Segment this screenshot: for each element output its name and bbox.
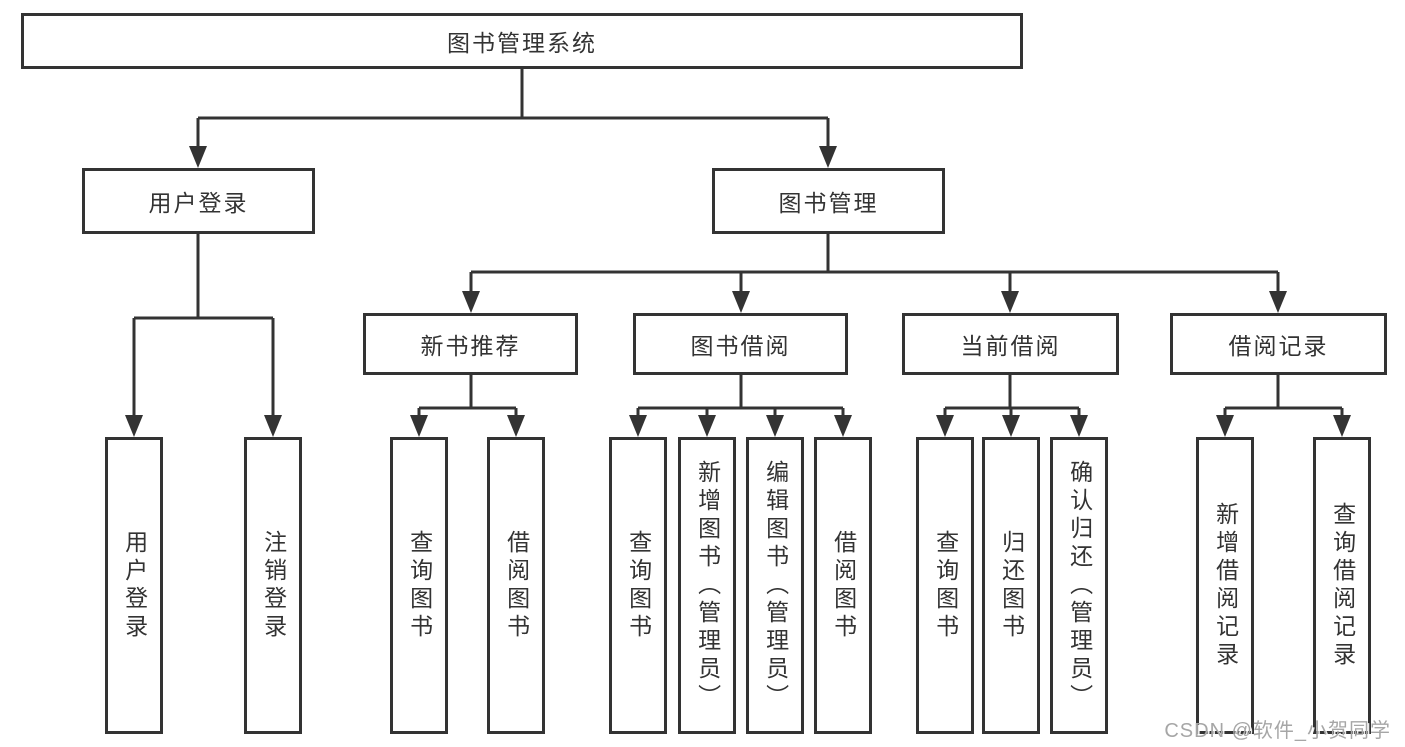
leaf-query-books-borrowing: 查询图书	[609, 437, 667, 734]
connector-path	[132, 69, 1344, 416]
node-new-book-recommend: 新书推荐	[363, 313, 578, 375]
leaf-return-books-label: 归还图书	[998, 529, 1025, 642]
leaf-borrow-books-recommend-label: 借阅图书	[503, 529, 530, 642]
leaf-confirm-return-admin-label: 确认归还（管理员）	[1066, 459, 1093, 712]
leaf-add-borrow-record-label: 新增借阅记录	[1212, 501, 1239, 670]
watermark: CSDN @软件_小贺同学	[1164, 720, 1391, 742]
node-current-borrowing: 当前借阅	[902, 313, 1119, 375]
leaf-add-book-admin-label: 新增图书（管理员）	[694, 459, 721, 712]
leaf-add-book-admin: 新增图书（管理员）	[678, 437, 736, 734]
leaf-query-books-current-label: 查询图书	[932, 529, 959, 642]
leaf-confirm-return-admin: 确认归还（管理员）	[1050, 437, 1108, 734]
leaf-return-books: 归还图书	[982, 437, 1040, 734]
leaf-user-login-label: 用户登录	[121, 529, 148, 642]
leaf-user-login: 用户登录	[105, 437, 163, 734]
node-root: 图书管理系统	[21, 13, 1023, 69]
leaf-edit-book-admin-label: 编辑图书（管理员）	[762, 459, 789, 712]
leaf-logout-label: 注销登录	[260, 529, 287, 642]
leaf-query-borrow-record-label: 查询借阅记录	[1329, 501, 1356, 670]
leaf-borrow-books-borrowing: 借阅图书	[814, 437, 872, 734]
node-book-management: 图书管理	[712, 168, 945, 234]
node-book-borrowing: 图书借阅	[633, 313, 848, 375]
leaf-borrow-books-borrowing-label: 借阅图书	[830, 529, 857, 642]
leaf-borrow-books-recommend: 借阅图书	[487, 437, 545, 734]
leaf-edit-book-admin: 编辑图书（管理员）	[746, 437, 804, 734]
node-user-login: 用户登录	[82, 168, 315, 234]
leaf-query-books-recommend-label: 查询图书	[406, 529, 433, 642]
leaf-query-books-current: 查询图书	[916, 437, 974, 734]
leaf-query-books-recommend: 查询图书	[390, 437, 448, 734]
node-borrow-records: 借阅记录	[1170, 313, 1387, 375]
arrowhead-icons	[125, 146, 1351, 437]
leaf-query-books-borrowing-label: 查询图书	[625, 529, 652, 642]
leaf-logout: 注销登录	[244, 437, 302, 734]
leaf-query-borrow-record: 查询借阅记录	[1313, 437, 1371, 734]
leaf-add-borrow-record: 新增借阅记录	[1196, 437, 1254, 734]
